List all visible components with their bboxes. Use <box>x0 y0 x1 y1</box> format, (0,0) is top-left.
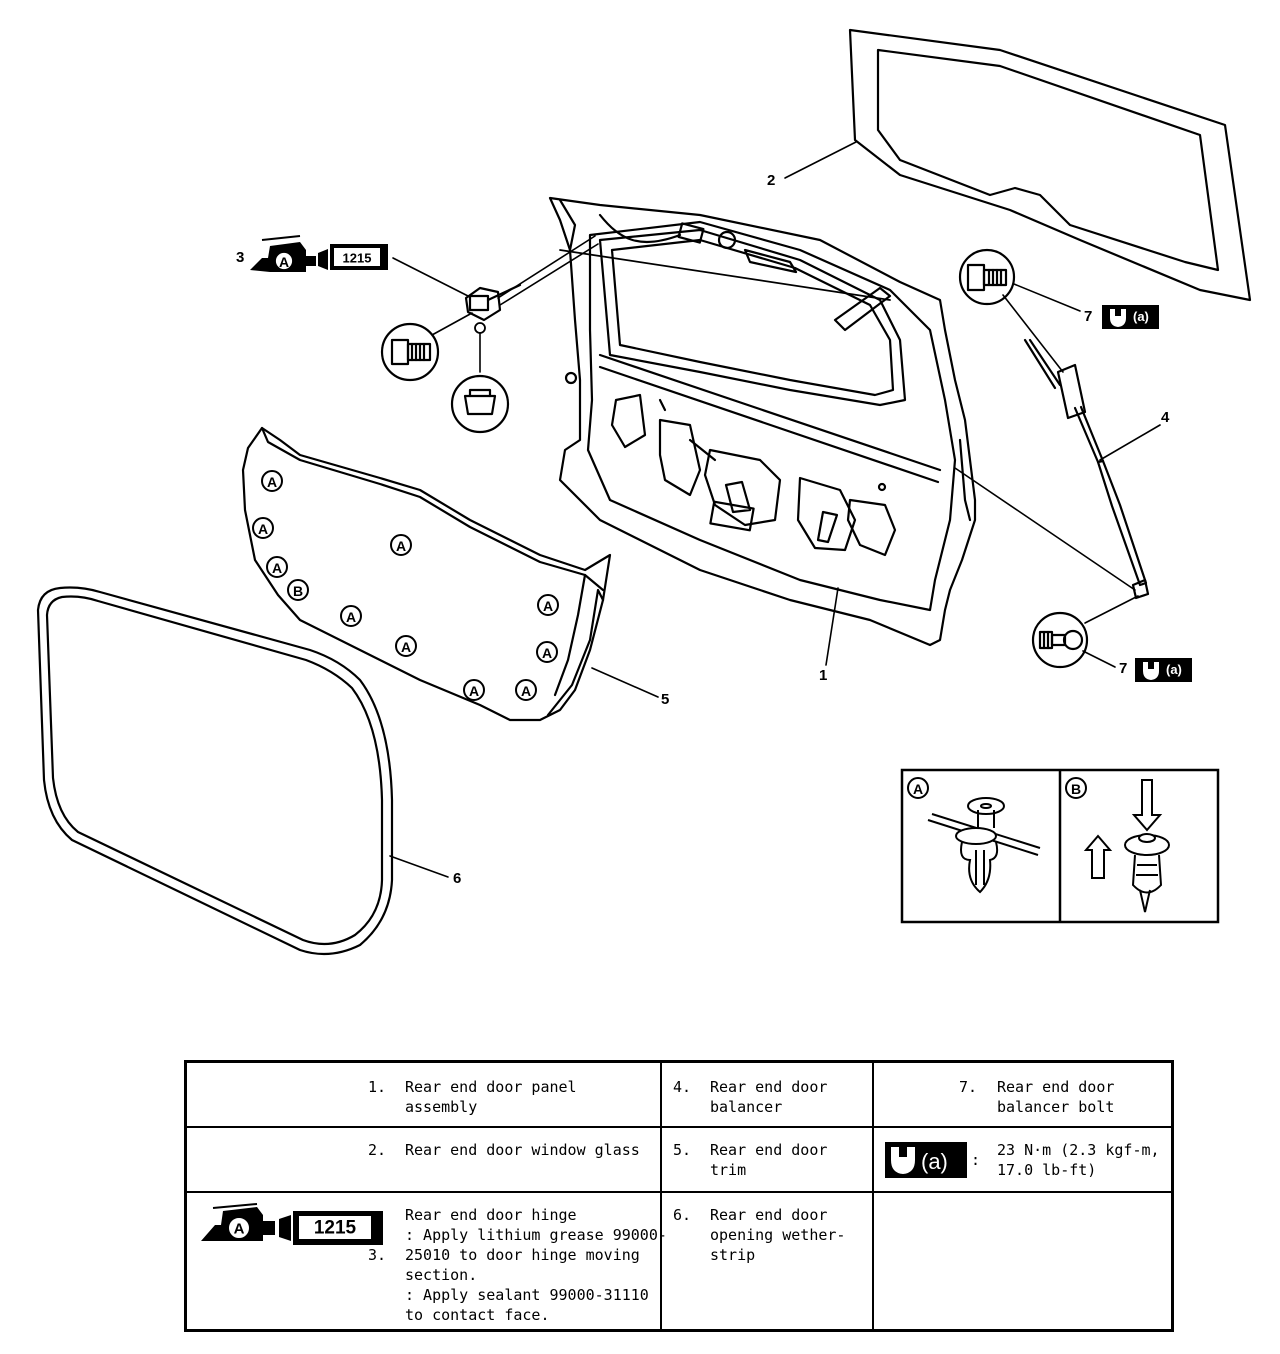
leader-hinge-bolt <box>431 312 473 336</box>
table-row: 1. Rear end door panel assembly 4. Rear … <box>187 1063 1171 1128</box>
callout-7a: 7 <box>1084 308 1092 325</box>
item-text-7: Rear end door balancer bolt <box>997 1078 1115 1116</box>
callout-2: 2 <box>767 172 775 189</box>
callout-4: 4 <box>1161 409 1170 426</box>
leader-hinge-2 <box>499 243 599 306</box>
sealant-tube-icon: 1215 <box>318 244 388 270</box>
clip-label: A <box>521 683 531 699</box>
item-text-4: Rear end door balancer <box>710 1078 828 1116</box>
torque-value: 23 N·m (2.3 kgf-m, 17.0 lb-ft) <box>997 1141 1160 1179</box>
clip-marker <box>390 534 412 556</box>
clip-label: A <box>272 560 282 576</box>
clip-label: B <box>293 583 303 599</box>
callout-7b: 7 <box>1119 660 1127 677</box>
leader-6 <box>389 855 449 878</box>
clip-label: A <box>396 538 406 554</box>
item-text-3: Rear end door hinge : Apply lithium grea… <box>405 1206 667 1324</box>
leader-hinge-1 <box>497 235 596 299</box>
table-divider <box>660 1063 662 1329</box>
callout-3: 3 <box>236 249 244 266</box>
item-number-6: 6. <box>673 1206 692 1224</box>
svg-text:1215: 1215 <box>314 1218 357 1239</box>
balancer-bolt-detail-bottom <box>1031 611 1089 669</box>
table-divider <box>872 1063 874 1329</box>
clip-marker <box>537 594 559 616</box>
hinge-nut-detail <box>450 374 510 434</box>
clip-label: A <box>267 474 277 490</box>
balancer-bolt-detail-top <box>958 248 1016 306</box>
clip-marker <box>515 679 537 701</box>
leader-7b <box>1082 650 1116 668</box>
detail-label-a: A <box>913 781 923 797</box>
item-number-5: 5. <box>673 1141 692 1159</box>
leader-3 <box>392 257 471 298</box>
leader-balancer-top <box>1002 294 1064 373</box>
svg-text:A: A <box>234 1221 245 1238</box>
torque-icon-7a: (a) <box>1102 305 1159 329</box>
hinge-bolt-detail <box>380 322 440 382</box>
clip-marker <box>463 679 485 701</box>
clip-marker <box>536 641 558 663</box>
clip-label: A <box>346 609 356 625</box>
detail-label-b: B <box>1071 781 1081 797</box>
item-number-2: 2. <box>368 1141 387 1159</box>
clip-marker <box>395 635 417 657</box>
torque-icon-7b: (a) <box>1135 658 1192 682</box>
item-text-5: Rear end door trim <box>710 1141 828 1179</box>
window-glass <box>848 28 1252 302</box>
grease-sealant-icon: A 1215 <box>201 1203 383 1245</box>
table-row: A 1215 3. Rear end door hinge : Apply li… <box>187 1193 1171 1329</box>
clip-marker <box>340 605 362 627</box>
door-balancer <box>1023 338 1150 600</box>
exploded-diagram: A A A A B A A A A A A 2 1 3 4 5 6 7 7 A … <box>36 28 1252 956</box>
item-text-6: Rear end door opening wether- strip <box>710 1206 846 1264</box>
callout-6: 6 <box>453 870 461 887</box>
torque-colon: : <box>971 1151 981 1169</box>
torque-wrench-icon: (a) <box>885 1142 967 1178</box>
leader-7a <box>1013 283 1081 312</box>
leader-balancer-ball <box>1084 595 1139 624</box>
item-number-7: 7. <box>959 1078 978 1096</box>
hinge <box>464 283 522 322</box>
door-trim <box>241 426 612 722</box>
clip-marker <box>287 579 309 601</box>
leader-4 <box>1099 424 1161 461</box>
parts-legend-table: 1. Rear end door panel assembly 4. Rear … <box>184 1060 1174 1332</box>
clip-label: A <box>401 639 411 655</box>
callout-1: 1 <box>819 667 827 684</box>
clip-label: A <box>542 645 552 661</box>
svg-text:A: A <box>279 254 289 270</box>
svg-text:(a): (a) <box>921 1149 948 1174</box>
grease-gun-icon: A <box>250 235 316 272</box>
clip-label: A <box>543 598 553 614</box>
clip-markers <box>252 470 559 701</box>
door-panel-assembly <box>548 196 977 647</box>
svg-text:(a): (a) <box>1133 309 1149 324</box>
svg-text:1215: 1215 <box>343 251 372 266</box>
leader-1 <box>825 587 839 666</box>
leader-5 <box>591 667 659 698</box>
clip-detail-box: A B <box>900 768 1220 924</box>
svg-text:(a): (a) <box>1166 662 1182 677</box>
clip-marker <box>261 470 283 492</box>
leader-balancer-bottom <box>954 467 1136 591</box>
item-text-1: Rear end door panel assembly <box>405 1078 577 1116</box>
clip-marker <box>252 517 274 539</box>
weatherstrip <box>36 586 394 956</box>
table-row: 2. Rear end door window glass 5. Rear en… <box>187 1128 1171 1193</box>
item-number-3: 3. <box>368 1246 387 1264</box>
item-number-4: 4. <box>673 1078 692 1096</box>
clip-marker <box>266 556 288 578</box>
item-number-1: 1. <box>368 1078 387 1096</box>
item-text-2: Rear end door window glass <box>405 1141 640 1159</box>
leader-2 <box>784 141 857 179</box>
callout-5: 5 <box>661 691 669 708</box>
clip-label: A <box>469 683 479 699</box>
clip-label: A <box>258 521 268 537</box>
